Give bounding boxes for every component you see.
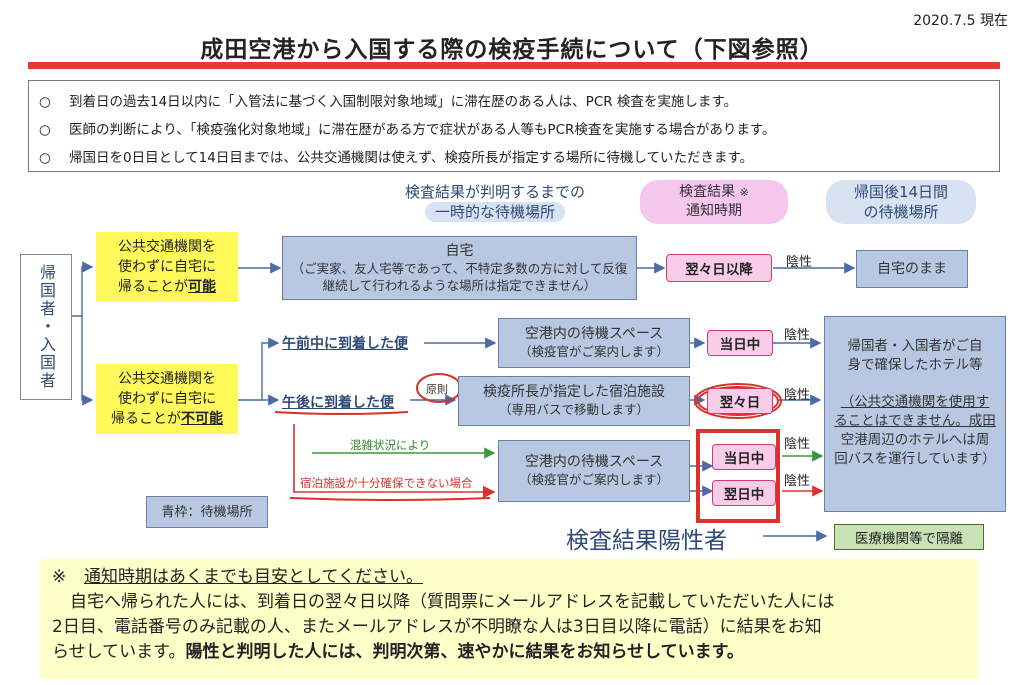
designated-hotel-box: 検疫所長が指定した宿泊施設 （専用バスで移動します） bbox=[458, 376, 690, 426]
branch-impossible: 公共交通機関を 使わずに自宅に 帰ることが不可能 bbox=[96, 364, 238, 434]
note-item: ○到着日の過去14日以内に「入管法に基づく入国制限対象地域」に滞在歴のある人は、… bbox=[39, 94, 738, 110]
notify-same-day-2: 当日中 bbox=[712, 444, 776, 470]
no-room-label: 宿泊施設が十分確保できない場合 bbox=[300, 476, 473, 490]
positive-result-label: 検査結果陽性者 bbox=[566, 528, 727, 554]
principle-label: 原則 bbox=[426, 383, 448, 396]
self-arranged-hotel-box: 帰国者・入国者がご自 身で確保したホテル等 （公共交通機関を使用す ることはでき… bbox=[824, 316, 1006, 512]
stay-home-box: 自宅のまま bbox=[856, 250, 968, 288]
title-divider bbox=[28, 62, 1000, 69]
congestion-label: 混雑状況により bbox=[350, 438, 431, 452]
notify-day-after-next: 翌々日以降 bbox=[666, 254, 772, 282]
notify-next-day: 翌日中 bbox=[712, 480, 776, 506]
legend-box: 青枠：待機場所 bbox=[146, 496, 268, 528]
note-item: ○帰国日を0日目として14日目までは、公共交通機関は使えず、検疫所長が指定する場… bbox=[39, 150, 754, 166]
footnote-box: ※通知時期はあくまでも目安としてください。 自宅へ帰られた人には、到着日の翌々日… bbox=[40, 559, 978, 679]
notify-same-day-1: 当日中 bbox=[707, 330, 773, 356]
notify-next-next-day: 翌々日 bbox=[707, 388, 773, 414]
home-wait-box: 自宅 （ご実家、友人宅等であって、不特定多数の方に対して反復 継続して行われるよ… bbox=[282, 236, 637, 300]
negative-label: 陰性 bbox=[784, 437, 811, 452]
morning-arrival-label: 午前中に到着した便 bbox=[282, 336, 408, 352]
afternoon-arrival-label: 午後に到着した便 bbox=[282, 395, 394, 411]
note-item: ○医師の判断により、「検疫強化対象地域」に滞在歴がある方で症状がある人等もPCR… bbox=[39, 122, 776, 138]
airport-wait-space-1: 空港内の待機スペース （検疫官がご案内します） bbox=[498, 318, 690, 368]
negative-label: 陰性 bbox=[784, 328, 811, 343]
as-of-date: 2020.7.5 現在 bbox=[913, 13, 1008, 29]
header-wait-place: 検査結果が判明するまでの 一時的な待機場所 bbox=[404, 183, 585, 222]
negative-label: 陰性 bbox=[784, 388, 811, 403]
returnee-box: 帰国者・入国者 bbox=[20, 254, 72, 400]
header-notify-time: 検査結果 ※ 通知時期 bbox=[640, 180, 788, 224]
airport-wait-space-2: 空港内の待機スペース （検疫官がご案内します） bbox=[498, 440, 690, 502]
page-title: 成田空港から入国する際の検疫手続について（下図参照） bbox=[200, 37, 824, 63]
branch-possible: 公共交通機関を 使わずに自宅に 帰ることが可能 bbox=[96, 232, 238, 302]
negative-label: 陰性 bbox=[784, 474, 811, 489]
hospital-isolation-box: 医療機関等で隔離 bbox=[834, 524, 984, 550]
negative-label: 陰性 bbox=[786, 255, 813, 270]
notes-box: ○到着日の過去14日以内に「入管法に基づく入国制限対象地域」に滞在歴のある人は、… bbox=[28, 80, 1000, 172]
header-14day-place: 帰国後14日間 の待機場所 bbox=[826, 180, 976, 224]
